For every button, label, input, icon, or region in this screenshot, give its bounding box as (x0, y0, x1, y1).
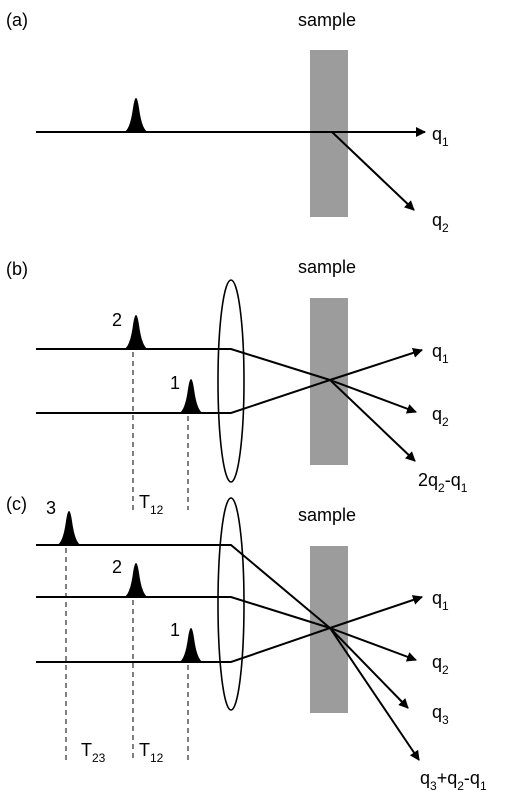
panel-c-pulse-3 (57, 511, 81, 545)
panel-b-beam-1 (36, 379, 331, 414)
panel-b-output-arrow-signal (329, 379, 416, 462)
panel-b-output-signal: 2q2-q1 (418, 470, 468, 495)
panel-b-pulse-2-label: 2 (112, 310, 122, 330)
panel-a-output-q1: q1 (432, 124, 449, 149)
panel-c: (c) sample 3 2 1 T23 T12 q1 q2 q3 q3+q2-… (6, 494, 487, 793)
panel-c-output-q1: q1 (432, 588, 449, 613)
panel-c-beam-2 (36, 596, 331, 629)
panel-c-output-signal: q3+q2-q1 (420, 768, 487, 793)
panel-a-pulse (124, 98, 148, 132)
panel-a-label: (a) (6, 10, 28, 30)
panel-c-output-arrow-signal (329, 627, 420, 761)
panel-b-sample-label: sample (298, 257, 356, 277)
panel-c-output-q2: q2 (432, 652, 449, 677)
panel-c-output-arrow-q2 (329, 627, 417, 662)
panel-c-delay-T12: T12 (139, 740, 164, 765)
panel-b-pulse-1-label: 1 (170, 373, 180, 393)
panel-c-sample (310, 546, 348, 713)
panel-b-pulse-1 (179, 379, 203, 413)
panel-b-beam-2 (36, 348, 331, 381)
panel-c-pulse-1-label: 1 (170, 620, 180, 640)
panel-a-sample (310, 50, 348, 217)
panel-b-sample (310, 298, 348, 465)
panel-c-pulse-2 (124, 563, 148, 597)
panel-c-beam-1 (36, 627, 331, 663)
panel-c-output-arrow-q1 (329, 595, 423, 629)
panel-a-sample-label: sample (298, 10, 356, 30)
panel-b-output-arrow-q1 (329, 348, 423, 381)
panel-b-label: (b) (6, 259, 28, 279)
panel-c-output-q3: q3 (432, 702, 449, 727)
panel-b-delay-T12: T12 (139, 492, 164, 517)
panel-a: (a) sample q1 q2 (6, 10, 449, 235)
panel-c-lens (217, 497, 245, 711)
panel-c-delay-T23: T23 (81, 740, 106, 765)
panel-c-output-arrow-q3 (329, 627, 409, 709)
panel-a-diffracted-beam (331, 131, 415, 211)
panel-c-sample-label: sample (298, 505, 356, 525)
panel-c-pulse-3-label: 3 (46, 498, 56, 518)
panel-b-output-q2: q2 (432, 404, 449, 429)
panel-c-label: (c) (6, 494, 27, 514)
panel-b-pulse-2 (124, 315, 148, 349)
panel-b-output-q1: q1 (432, 341, 449, 366)
panel-c-beam-3 (36, 544, 331, 629)
panel-a-output-q2: q2 (432, 210, 449, 235)
panel-b: (b) sample 2 1 T12 q1 q2 2q2-q1 (6, 257, 468, 517)
panel-c-pulse-1 (179, 628, 203, 662)
panel-b-lens (217, 279, 245, 483)
panel-c-pulse-2-label: 2 (112, 557, 122, 577)
panel-b-output-arrow-q2 (329, 379, 417, 414)
